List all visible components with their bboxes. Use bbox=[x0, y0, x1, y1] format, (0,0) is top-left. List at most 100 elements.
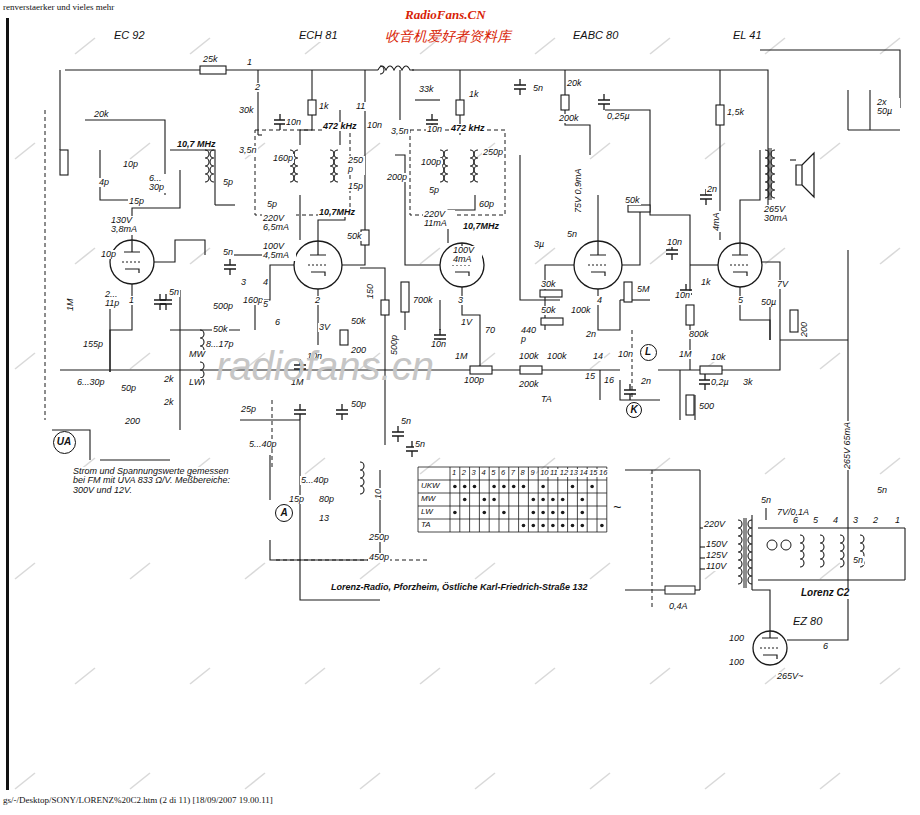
component-label: 2n bbox=[585, 330, 597, 339]
component-label: 5p bbox=[222, 178, 234, 187]
fuse-symbol bbox=[665, 586, 695, 594]
mechanical-link bbox=[255, 130, 350, 215]
component-label: gs/-/Desktop/SONY/LORENZ%20C2.htm (2 di … bbox=[2, 796, 274, 805]
component-label: 3,5n bbox=[238, 146, 258, 155]
component-label: 3,5n bbox=[390, 127, 410, 136]
wire bbox=[695, 589, 700, 590]
component-label: 500 bbox=[698, 402, 715, 411]
wire bbox=[758, 527, 905, 528]
watermark-stroke bbox=[305, 668, 325, 684]
resistor-symbol bbox=[541, 318, 563, 325]
component-label: 5p bbox=[428, 186, 440, 195]
wire bbox=[318, 215, 345, 241]
wire bbox=[240, 419, 300, 420]
choke bbox=[378, 66, 414, 70]
switch-dot bbox=[502, 485, 506, 489]
component-label: ECH 81 bbox=[298, 30, 339, 42]
component-label: 收音机爱好者资料库 bbox=[384, 29, 512, 44]
switch-dot bbox=[532, 498, 536, 502]
resistor-symbol bbox=[520, 366, 542, 374]
component-label: 200 bbox=[800, 321, 809, 338]
component-label: 472 kHz bbox=[450, 124, 486, 133]
component-label: 5n bbox=[760, 496, 772, 505]
wire bbox=[170, 329, 240, 330]
wires bbox=[52, 50, 905, 640]
component-label: 50k bbox=[346, 232, 363, 241]
component-label: 75V 0,9mA bbox=[574, 167, 583, 214]
component-label: Lorenz C2 bbox=[800, 588, 850, 599]
switch-dot bbox=[600, 524, 604, 528]
watermark-stroke bbox=[650, 458, 670, 474]
component-label: 2 bbox=[872, 516, 879, 525]
tube-grid bbox=[122, 262, 142, 263]
watermark-stroke bbox=[245, 563, 265, 579]
component-label: 250 p bbox=[347, 156, 365, 175]
component-label: 6 bbox=[792, 516, 799, 525]
wire bbox=[269, 455, 270, 500]
coil-symbol bbox=[205, 150, 209, 182]
switch-dot bbox=[463, 485, 467, 489]
watermark-stroke bbox=[75, 38, 95, 54]
watermark-stroke bbox=[535, 248, 555, 264]
component-label: 10 bbox=[374, 488, 383, 500]
watermark-stroke bbox=[130, 563, 150, 579]
component-label: 7V bbox=[776, 280, 789, 289]
component-label: 5M bbox=[636, 285, 651, 294]
component-label: 5n bbox=[876, 486, 888, 495]
wire bbox=[439, 300, 440, 330]
component-label: 265V 65mA bbox=[843, 421, 852, 470]
switch-dot bbox=[561, 511, 565, 515]
component-label: 472 kHz bbox=[322, 122, 358, 131]
wire bbox=[740, 150, 760, 243]
tube-electrodes bbox=[310, 241, 326, 276]
component-label: 33k bbox=[418, 85, 435, 94]
watermark-stroke bbox=[880, 248, 900, 264]
component-label: 5n bbox=[414, 440, 426, 449]
switch-dot bbox=[453, 485, 457, 489]
test-point-letter: A bbox=[280, 508, 287, 518]
wire bbox=[690, 264, 718, 265]
coil-symbol bbox=[360, 462, 364, 494]
component-label: 2 bbox=[314, 296, 321, 305]
switch-dot bbox=[512, 485, 516, 489]
wire bbox=[847, 90, 848, 130]
component-label: 1M bbox=[454, 352, 469, 361]
component-label: 1k bbox=[700, 278, 712, 287]
table-cell: 11 bbox=[549, 469, 559, 477]
component-label: 10n bbox=[674, 291, 691, 300]
component-label: ~ bbox=[612, 500, 622, 515]
component-label: 3 bbox=[457, 296, 464, 305]
switch-dot bbox=[522, 485, 526, 489]
wire bbox=[780, 339, 848, 340]
table-cell: 3 bbox=[471, 469, 477, 477]
component-label: 200k bbox=[558, 114, 580, 123]
coil-symbol bbox=[330, 150, 334, 182]
switch-dot bbox=[541, 511, 545, 515]
switch-dot bbox=[561, 524, 565, 528]
component-label: 5 bbox=[737, 296, 744, 305]
component-label: 5p bbox=[266, 200, 278, 209]
component-label: 1 bbox=[128, 296, 135, 305]
component-label: 155p bbox=[82, 340, 104, 349]
component-label: 250p bbox=[368, 533, 390, 542]
component-label: 265V 30mA bbox=[763, 205, 799, 224]
watermark-stroke bbox=[820, 773, 840, 789]
component-label: 0,4A bbox=[668, 602, 689, 611]
wire bbox=[59, 70, 60, 150]
test-point-circle: K bbox=[626, 402, 642, 418]
component-label: 20k bbox=[566, 79, 583, 88]
component-label: 1,5k bbox=[726, 108, 745, 117]
component-label: Lorenz-Radio, Pforzheim, Östliche Karl-F… bbox=[330, 583, 589, 592]
component-label: TA bbox=[540, 395, 553, 404]
watermark-stroke bbox=[880, 458, 900, 474]
component-label: 440 p bbox=[520, 326, 540, 345]
component-label: 4mA bbox=[712, 211, 721, 232]
component-label: 10k bbox=[710, 353, 727, 362]
watermark-stroke bbox=[820, 353, 840, 369]
component-label: 5n bbox=[852, 556, 864, 565]
wire bbox=[179, 290, 180, 430]
table-cell: 1 bbox=[451, 469, 457, 477]
component-label: 2... 11p bbox=[104, 290, 126, 309]
table-cell: 9 bbox=[529, 469, 535, 477]
component-label: 3 bbox=[240, 278, 247, 287]
